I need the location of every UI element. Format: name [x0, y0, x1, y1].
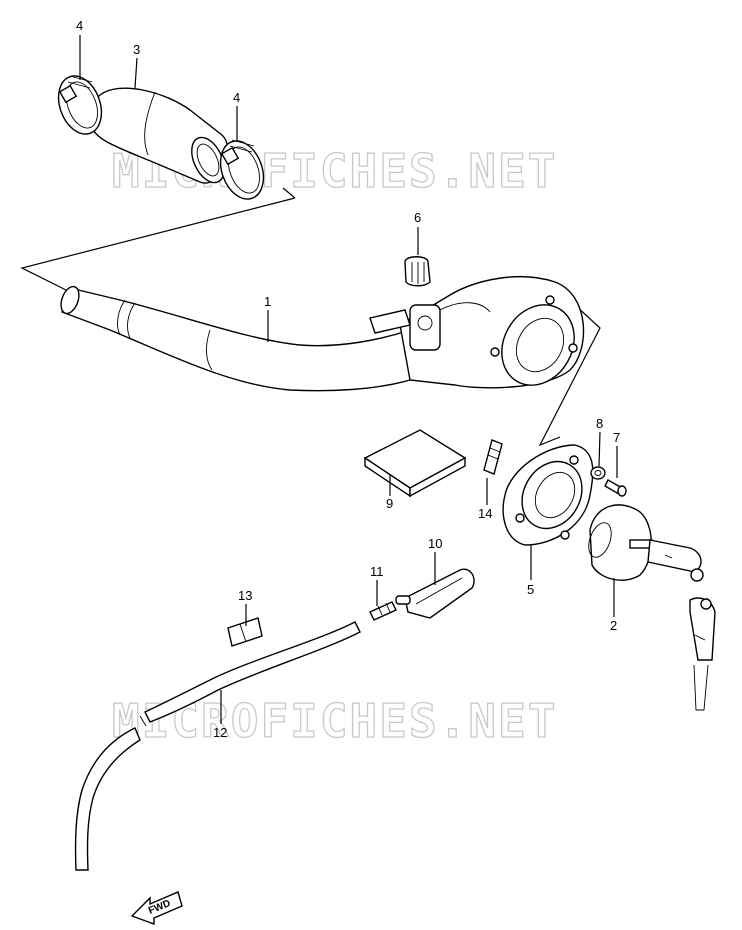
- callout-6: 6: [414, 210, 421, 225]
- callout-2: 2: [610, 618, 617, 633]
- part-9-pad: [363, 429, 467, 498]
- part-6-breather-cap: [404, 256, 431, 287]
- part-2-fuel-cap: [588, 504, 716, 711]
- part-8-washer: [590, 466, 606, 480]
- part-3-hose: [90, 87, 229, 184]
- part-5-cap-seat: [502, 444, 594, 546]
- callout-3: 3: [133, 42, 140, 57]
- part-4-clamp-lower: [219, 139, 265, 200]
- callout-5: 5: [527, 582, 534, 597]
- part-10-drain-tray: [395, 568, 475, 619]
- callout-1: 1: [264, 294, 271, 309]
- callout-9: 9: [386, 496, 393, 511]
- part-12-drain-hose: [74, 621, 361, 871]
- callout-12: 12: [213, 725, 227, 740]
- callout-8: 8: [596, 416, 603, 431]
- callout-10: 10: [428, 536, 442, 551]
- reference-lines: [20, 187, 601, 447]
- leader-lines: [79, 35, 618, 724]
- callout-4-upper: 4: [76, 18, 83, 33]
- callout-13: 13: [238, 588, 252, 603]
- part-13-clamp: [227, 617, 263, 647]
- part-7-screw: [604, 479, 627, 497]
- fwd-arrow-icon: FWD: [130, 891, 183, 925]
- part-14-clip: [483, 439, 503, 475]
- callout-4-lower: 4: [233, 90, 240, 105]
- part-11-joint: [369, 601, 397, 621]
- callout-7: 7: [613, 430, 620, 445]
- part-4-clamp-upper: [57, 75, 103, 135]
- callout-14: 14: [478, 506, 492, 521]
- callouts: 4 3 4 6 1 8 7 9 14 10 11 5 13 2 12: [76, 18, 620, 740]
- part-1-filler-neck: [60, 276, 585, 392]
- callout-11: 11: [370, 564, 384, 579]
